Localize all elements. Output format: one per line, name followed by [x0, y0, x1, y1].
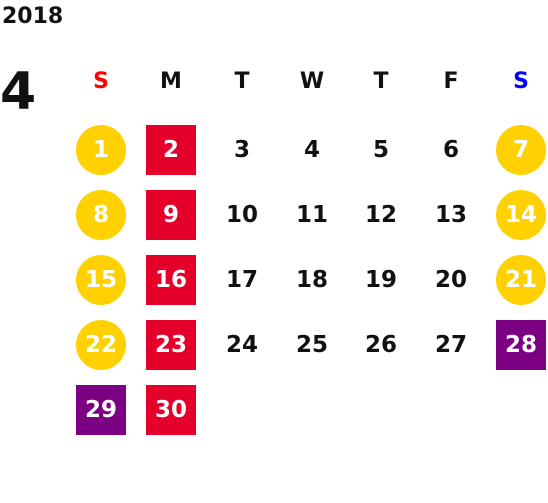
day-cell-1[interactable]: 1 [76, 125, 126, 175]
day-cell-9[interactable]: 9 [146, 190, 196, 240]
weekday-sunday: S [93, 69, 109, 94]
day-cell-14[interactable]: 14 [496, 190, 546, 240]
day-cell-2[interactable]: 2 [146, 125, 196, 175]
day-cell-5[interactable]: 5 [372, 137, 389, 163]
day-cell-3[interactable]: 3 [233, 137, 250, 163]
day-cell-17[interactable]: 17 [225, 267, 258, 293]
day-cell-11[interactable]: 11 [295, 202, 328, 228]
day-cell-28[interactable]: 28 [496, 320, 546, 370]
day-cell-23[interactable]: 23 [146, 320, 196, 370]
weekday-header: S M T W T F S [0, 68, 548, 96]
weekday-thursday: T [373, 69, 389, 94]
day-cell-30[interactable]: 30 [146, 385, 196, 435]
month-number: 4 [0, 62, 37, 122]
day-cell-21[interactable]: 21 [496, 255, 546, 305]
day-cell-20[interactable]: 20 [434, 267, 467, 293]
day-cell-4[interactable]: 4 [303, 137, 320, 163]
day-cell-8[interactable]: 8 [76, 190, 126, 240]
weekday-friday: F [443, 69, 459, 94]
day-cell-25[interactable]: 25 [295, 332, 328, 358]
day-cell-6[interactable]: 6 [442, 137, 459, 163]
day-cell-15[interactable]: 15 [76, 255, 126, 305]
day-cell-19[interactable]: 19 [364, 267, 397, 293]
day-cell-29[interactable]: 29 [76, 385, 126, 435]
day-cell-24[interactable]: 24 [225, 332, 258, 358]
year-label: 2018 [2, 4, 64, 29]
day-cell-16[interactable]: 16 [146, 255, 196, 305]
weekday-wednesday: W [299, 69, 325, 94]
weekday-saturday: S [513, 69, 529, 94]
day-cell-26[interactable]: 26 [364, 332, 397, 358]
weekday-monday: M [160, 69, 182, 94]
weekday-tuesday: T [234, 69, 250, 94]
day-cell-13[interactable]: 13 [434, 202, 467, 228]
day-cell-18[interactable]: 18 [295, 267, 328, 293]
day-cell-27[interactable]: 27 [434, 332, 467, 358]
day-cell-10[interactable]: 10 [225, 202, 258, 228]
day-cell-22[interactable]: 22 [76, 320, 126, 370]
day-cell-7[interactable]: 7 [496, 125, 546, 175]
day-cell-12[interactable]: 12 [364, 202, 397, 228]
